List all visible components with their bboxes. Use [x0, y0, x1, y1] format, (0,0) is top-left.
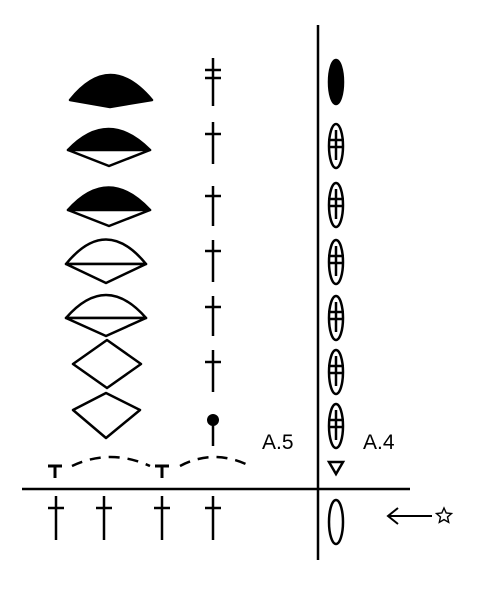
chart-label-a5: A.5: [262, 431, 294, 454]
double-treble-in-chain-symbol: [327, 122, 345, 170]
chain-arc: [71, 455, 151, 468]
double-treble-symbol: [205, 58, 221, 106]
slip-stitch-symbol: [207, 414, 219, 446]
start-pointer: [386, 506, 454, 525]
treble-symbol: [205, 496, 221, 540]
single-crochet-symbol: [155, 464, 169, 478]
single-crochet-symbol: [48, 464, 62, 478]
fan-solid-symbol: [68, 73, 154, 109]
triangle-down-icon: [326, 460, 346, 477]
fan-open-bottom: [64, 262, 148, 285]
treble-symbol: [205, 240, 221, 282]
base-treble-row: [48, 496, 221, 540]
fan-half-solid-bottom: [66, 208, 152, 228]
treble-symbol: [96, 496, 112, 540]
fan-open-top: [64, 238, 148, 266]
chain-column: [326, 58, 346, 546]
fan-open-top: [64, 293, 148, 320]
treble-symbol: [205, 186, 221, 226]
double-treble-in-chain-symbol: [327, 181, 345, 229]
double-treble-in-chain-symbol: [327, 294, 345, 342]
foundation-row: [48, 455, 251, 478]
fan-half-solid-top: [66, 127, 152, 152]
star-icon: [434, 506, 454, 524]
treble-symbol: [48, 496, 64, 540]
treble-symbol: [205, 122, 221, 164]
treble-symbol: [154, 496, 170, 540]
fan-column: [64, 73, 154, 440]
fan-open-bottom: [64, 316, 148, 338]
double-treble-in-chain-symbol: [327, 348, 345, 396]
treble-column: [205, 58, 221, 446]
fan-half-solid-bottom: [66, 148, 152, 168]
chart-label-a4: A.4: [363, 431, 395, 454]
chain-symbol: [327, 498, 345, 546]
diamond-symbol: [71, 338, 143, 390]
diamond-symbol: [71, 391, 142, 440]
double-treble-in-chain-symbol: [327, 238, 345, 286]
chain-solid-symbol: [327, 58, 345, 106]
chain-arc: [179, 455, 251, 468]
fan-half-solid-top: [66, 186, 152, 212]
treble-symbol: [205, 350, 221, 392]
double-treble-in-chain-symbol: [327, 402, 345, 450]
treble-symbol: [205, 296, 221, 336]
